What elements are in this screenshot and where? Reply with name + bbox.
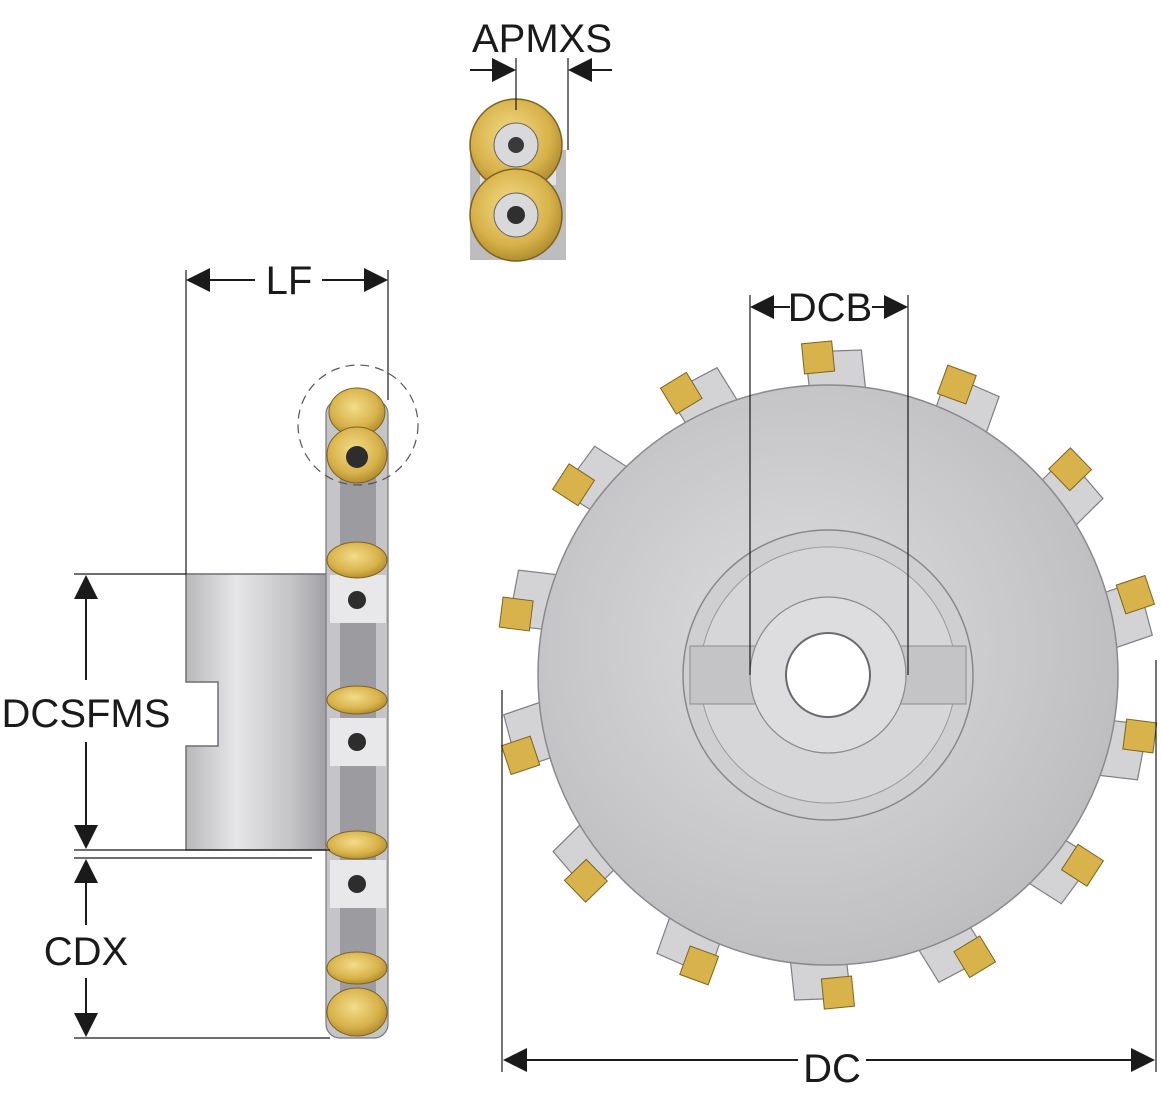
dcb-label: DCB	[788, 286, 872, 330]
dcsfms-label: DCSFMS	[2, 692, 171, 736]
side-hub	[185, 573, 331, 851]
detail-circle	[297, 364, 419, 486]
dimension-apmxs: APMXS	[470, 17, 612, 150]
dimension-cdx: CDX	[44, 857, 330, 1039]
dimension-dcb: DCB	[749, 286, 909, 675]
side-insert-6	[326, 951, 388, 985]
side-insert-4	[326, 685, 388, 715]
center-bore	[785, 632, 871, 718]
tooth-insert	[498, 596, 534, 632]
lf-label: LF	[266, 259, 313, 303]
apmxs-label: APMXS	[472, 17, 612, 61]
tooth-insert	[679, 945, 720, 986]
side-insert-5	[326, 830, 388, 860]
side-screw-2	[348, 733, 366, 751]
tooth-insert	[563, 858, 609, 903]
dc-label: DC	[803, 1047, 861, 1091]
side-insert-3	[326, 541, 388, 579]
tooth-insert	[800, 340, 836, 375]
cdx-label: CDX	[44, 930, 128, 974]
side-insert-2-screw	[346, 446, 368, 468]
tooth-insert	[1060, 843, 1105, 887]
dcsfms-label-bg	[2, 690, 170, 734]
tooth-insert	[1115, 574, 1156, 615]
tooth-insert	[1122, 718, 1158, 754]
tooth-insert	[1047, 447, 1093, 492]
tooth-insert	[936, 364, 977, 405]
side-insert-7	[326, 987, 388, 1037]
insert-bottom-screw	[507, 206, 525, 224]
dimension-lf: LF	[185, 259, 389, 574]
insert-detail-view	[469, 98, 566, 262]
side-screw-1	[348, 591, 366, 609]
tooth-insert	[659, 371, 703, 415]
dimension-dcsfms: DCSFMS	[2, 573, 330, 851]
side-screw-3	[348, 875, 366, 893]
tooth-insert	[953, 935, 997, 979]
side-view	[185, 364, 419, 1039]
insert-top-screw	[508, 137, 524, 153]
tooth-insert	[551, 463, 596, 507]
tooth-insert	[820, 975, 856, 1010]
front-view	[498, 340, 1158, 1010]
dimension-dc: DC	[501, 660, 1157, 1091]
